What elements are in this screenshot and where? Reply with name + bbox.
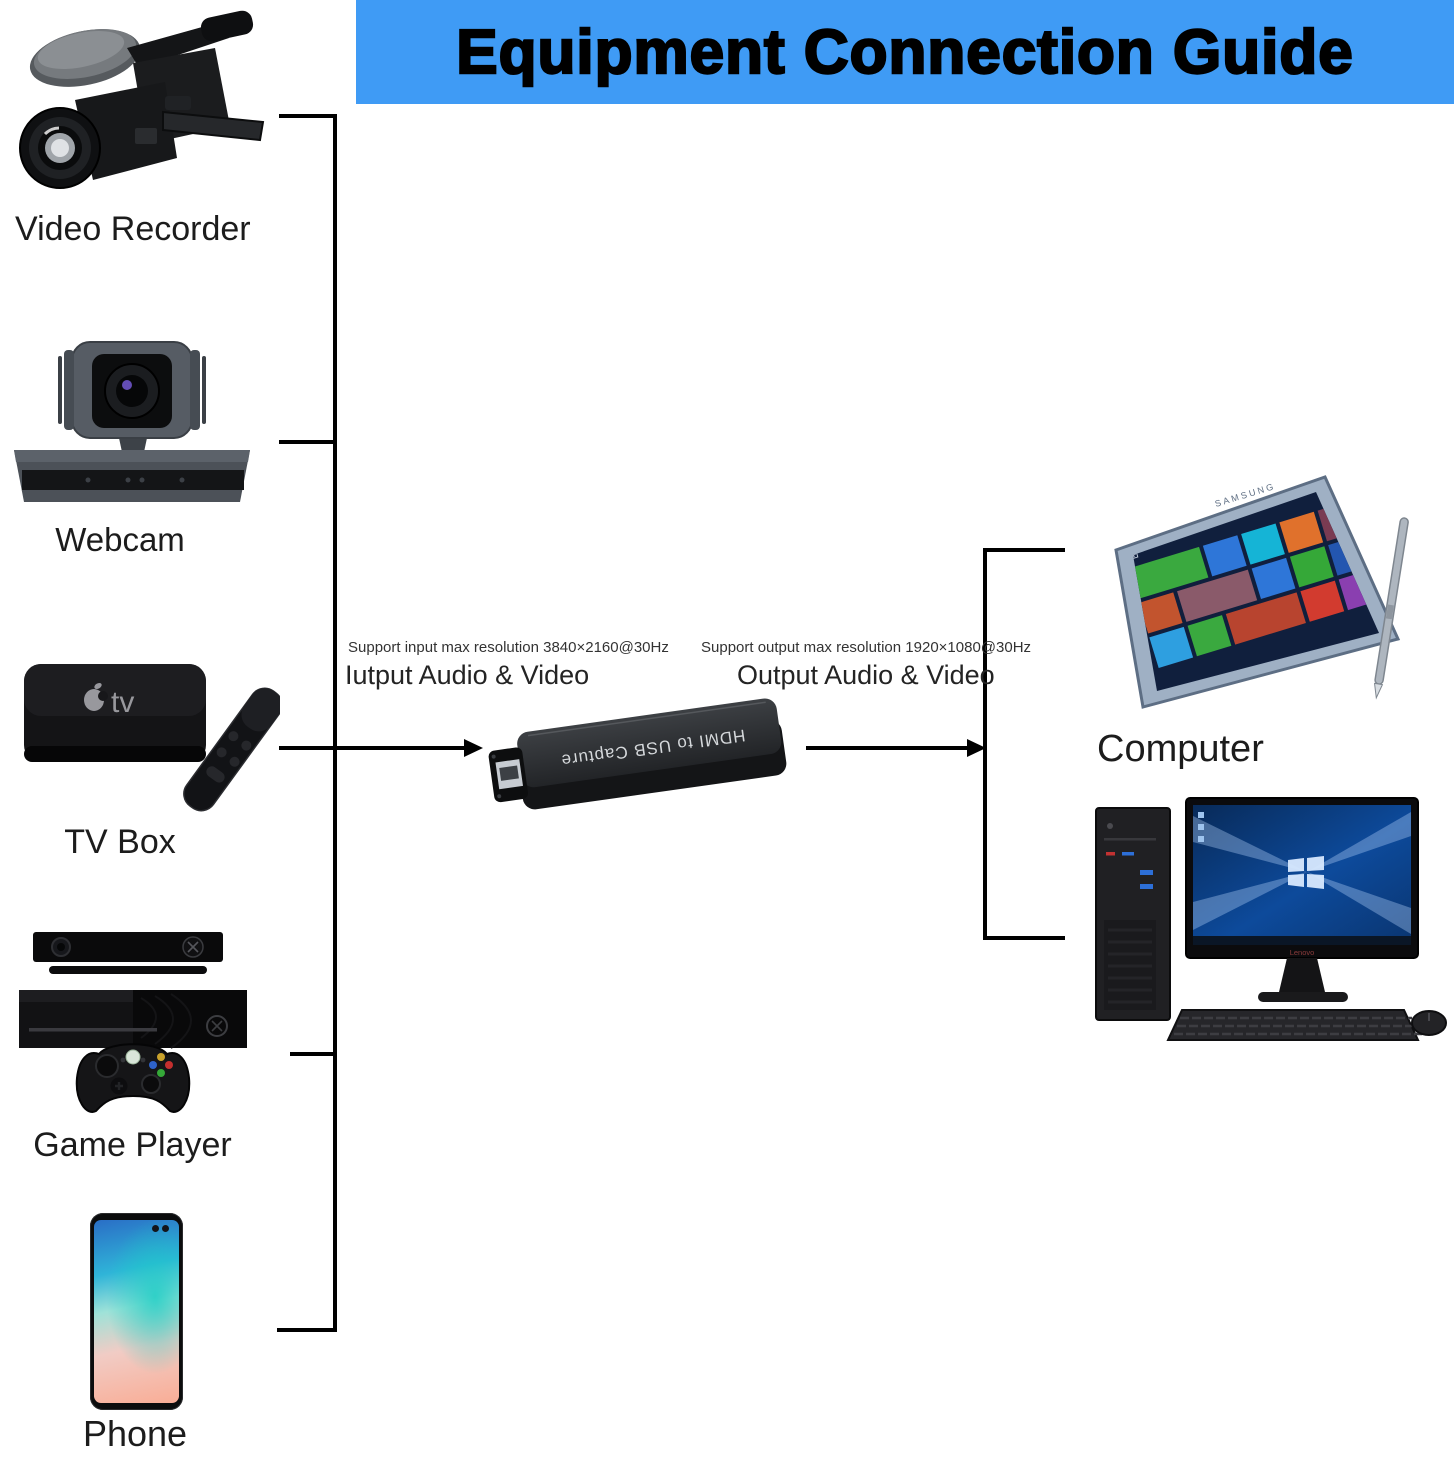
tv-box-label: TV Box <box>64 823 176 861</box>
game-player-image <box>19 932 247 1113</box>
svg-text:⊞: ⊞ <box>1127 546 1141 562</box>
output-arrowhead-icon <box>967 739 986 757</box>
phone-camera2-icon <box>152 1225 159 1232</box>
video-recorder-connector <box>279 114 337 118</box>
apple-tv-logo-text: tv <box>111 686 134 719</box>
desktop-branch-line <box>983 936 1065 940</box>
input-caption: Iutput Audio & Video <box>345 660 590 690</box>
video-recorder-image <box>19 10 265 189</box>
phone-camera-icon <box>162 1225 169 1232</box>
right-bus-line <box>983 548 987 940</box>
output-resolution-note: Support output max resolution 1920×1080@… <box>701 639 1032 656</box>
tablet-image: ⊞ SAMSUNG <box>1114 475 1409 709</box>
monitor-brand-text: Lenovo <box>1290 948 1315 957</box>
computer-label: Computer <box>1097 728 1264 770</box>
tv-box-image: tv <box>24 664 280 812</box>
game-player-label: Game Player <box>33 1126 232 1164</box>
phone-image <box>90 1213 183 1410</box>
webcam-connector <box>279 440 337 444</box>
tablet-branch-line <box>983 548 1065 552</box>
left-bus-line <box>333 114 337 1332</box>
phone-connector <box>277 1328 337 1332</box>
video-recorder-label: Video Recorder <box>15 210 251 248</box>
desktop-computer-image: Lenovo <box>1095 797 1447 1041</box>
phone-screen <box>94 1220 179 1403</box>
input-resolution-note: Support input max resolution 3840×2160@3… <box>348 639 669 656</box>
input-arrowhead-icon <box>464 739 483 757</box>
output-caption: Output Audio & Video <box>737 660 995 690</box>
capture-device-image: HDMI to USB Capture <box>488 698 787 810</box>
page-title: Equipment Connection Guide <box>455 16 1354 87</box>
webcam-label: Webcam <box>55 521 185 558</box>
tv-box-connector <box>279 746 337 750</box>
title-banner: Equipment Connection Guide <box>356 0 1454 104</box>
input-arrow-line <box>333 746 465 750</box>
game-player-connector <box>290 1052 337 1056</box>
phone-label: Phone <box>82 1413 188 1454</box>
webcam-image <box>14 341 250 502</box>
output-arrow-line <box>806 746 968 750</box>
